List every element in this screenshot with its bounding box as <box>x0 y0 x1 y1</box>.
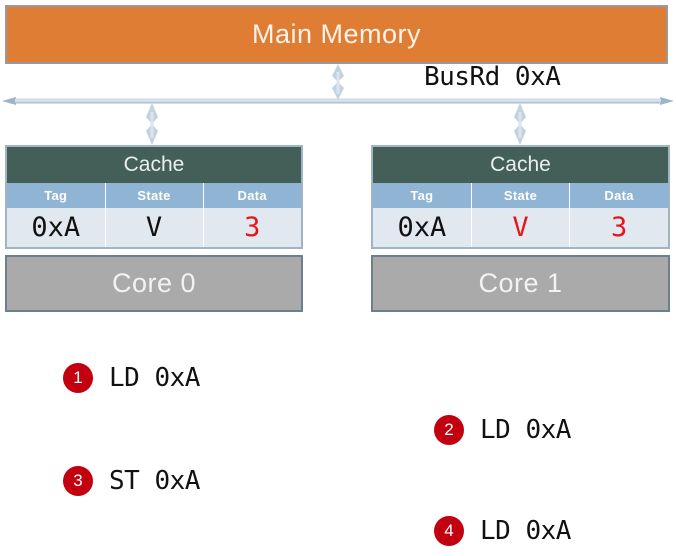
instruction-step-2: 2 LD 0xA <box>434 415 571 445</box>
core-block-1: Core 1 <box>371 255 670 312</box>
cell-tag: 0xA <box>7 208 106 247</box>
column-header-tag: Tag <box>7 183 106 208</box>
instruction-text-3: ST 0xA <box>109 466 200 496</box>
step-badge-3: 3 <box>63 466 93 496</box>
step-badge-4: 4 <box>434 516 464 546</box>
step-badge-1: 1 <box>63 363 93 393</box>
cell-data: 3 <box>203 208 301 247</box>
instruction-text-4: LD 0xA <box>480 516 571 546</box>
memory-bus-connector-icon <box>332 64 344 100</box>
instruction-step-1: 1 LD 0xA <box>63 363 200 393</box>
column-header-state: State <box>471 183 571 208</box>
core-label-0: Core 0 <box>111 268 197 298</box>
column-header-tag: Tag <box>373 183 472 208</box>
cache-table-1: Tag State Data 0xA V 3 <box>373 183 668 247</box>
cache-title-0: Cache <box>7 147 301 183</box>
table-header-row: Tag State Data <box>373 183 668 208</box>
instruction-step-4: 4 LD 0xA <box>434 516 571 546</box>
cell-state: V <box>105 208 204 247</box>
cell-state: V <box>471 208 571 247</box>
bus-cache1-connector-icon <box>514 103 526 145</box>
main-memory-label: Main Memory <box>251 19 422 49</box>
cache-table-0: Tag State Data 0xA V 3 <box>7 183 301 247</box>
column-header-state: State <box>105 183 204 208</box>
cache-title-1: Cache <box>373 147 668 183</box>
bus-cache0-connector-icon <box>146 103 158 145</box>
column-header-data: Data <box>203 183 301 208</box>
cache-block-1: Cache Tag State Data 0xA V 3 <box>371 145 670 249</box>
core-block-0: Core 0 <box>5 255 303 312</box>
table-row: 0xA V 3 <box>7 208 301 247</box>
column-header-data: Data <box>569 183 668 208</box>
main-memory-block: Main Memory <box>5 5 668 64</box>
instruction-step-3: 3 ST 0xA <box>63 466 200 496</box>
table-row: 0xA V 3 <box>373 208 668 247</box>
cell-data: 3 <box>569 208 668 247</box>
cache-block-0: Cache Tag State Data 0xA V 3 <box>5 145 303 249</box>
step-badge-2: 2 <box>434 415 464 445</box>
cell-tag: 0xA <box>373 208 472 247</box>
core-label-1: Core 1 <box>478 268 563 298</box>
processor-unit-1: Cache Tag State Data 0xA V 3 Core 1 <box>371 145 670 312</box>
processor-unit-0: Cache Tag State Data 0xA V 3 Core 0 <box>5 145 303 312</box>
bus-arrow-icon <box>2 97 674 105</box>
bus-transaction-label: BusRd 0xA <box>424 62 561 92</box>
table-header-row: Tag State Data <box>7 183 301 208</box>
instruction-text-2: LD 0xA <box>480 415 571 445</box>
instruction-text-1: LD 0xA <box>109 363 200 393</box>
